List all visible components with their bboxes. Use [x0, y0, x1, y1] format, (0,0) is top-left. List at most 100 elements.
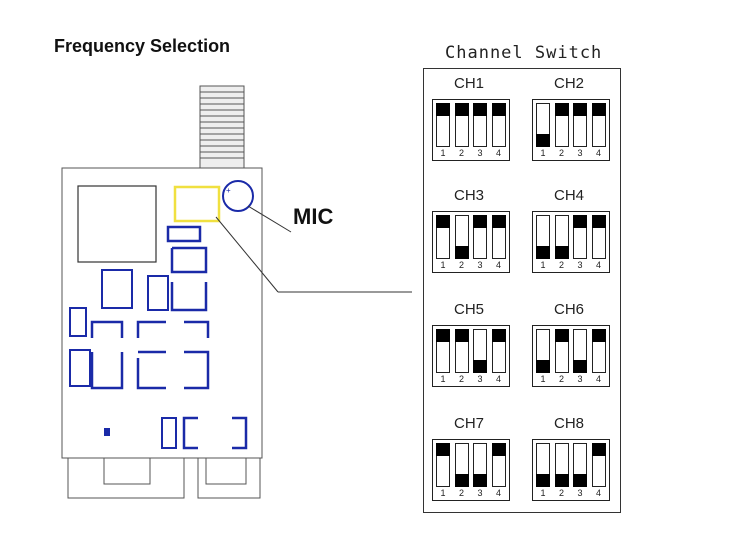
switch-number: 1 — [440, 374, 446, 384]
switch-number: 2 — [558, 488, 564, 498]
dip-slot — [473, 443, 487, 487]
dip-knob-up — [591, 443, 606, 456]
switch-number: 3 — [477, 260, 483, 270]
switch-number: 3 — [477, 488, 483, 498]
channel-label-4: CH4 — [554, 187, 585, 204]
dip-slot — [436, 215, 450, 259]
switch-number: 4 — [595, 148, 601, 158]
channel-label-3: CH3 — [454, 187, 485, 204]
dip-slot — [473, 329, 487, 373]
dip-knob-down — [573, 360, 587, 373]
dip-slot — [591, 443, 606, 487]
microphone-icon — [222, 180, 254, 212]
dip-knob-up — [573, 103, 587, 116]
switch-number: 3 — [577, 488, 583, 498]
switch-number: 3 — [577, 148, 583, 158]
mic-label: MIC — [293, 204, 334, 229]
dip-knob-up — [491, 103, 506, 116]
dip-knob-up — [436, 329, 450, 342]
dip-knob-down — [454, 246, 469, 259]
antenna-connector — [199, 85, 245, 169]
dip-slot — [536, 443, 550, 487]
dip-knob-up — [436, 443, 450, 456]
dip-knob-up — [454, 103, 469, 116]
switch-number: 1 — [540, 488, 546, 498]
dip-knob-down — [554, 246, 569, 259]
switch-number: 4 — [495, 374, 501, 384]
switch-number: 1 — [440, 488, 446, 498]
dip-knob-down — [536, 360, 550, 373]
switch-number: 1 — [540, 260, 546, 270]
dip-slot — [436, 103, 450, 147]
dip-slot — [573, 329, 587, 373]
dip-knob-up — [554, 329, 569, 342]
blue-components — [69, 225, 248, 450]
switch-number: 4 — [595, 374, 601, 384]
dip-slot — [454, 215, 469, 259]
dip-slot — [491, 215, 506, 259]
dip-knob-up — [436, 103, 450, 116]
dip-slot — [554, 103, 569, 147]
dip-knob-up — [473, 103, 487, 116]
dip-knob-up — [591, 103, 606, 116]
dip-knob-up — [554, 103, 569, 116]
dip-slot — [473, 215, 487, 259]
channel-label-5: CH5 — [454, 301, 485, 318]
switch-number: 3 — [477, 374, 483, 384]
dip-slot — [554, 215, 569, 259]
dip-knob-down — [573, 474, 587, 487]
dip-slot — [491, 329, 506, 373]
dip-knob-up — [591, 215, 606, 228]
dip-switch-4: 1 2 3 4 — [532, 211, 610, 273]
dip-slot — [454, 103, 469, 147]
switch-number: 2 — [558, 374, 564, 384]
switch-number: 3 — [577, 374, 583, 384]
switch-number: 2 — [458, 488, 464, 498]
switch-number: 1 — [440, 148, 446, 158]
dip-slot — [491, 103, 506, 147]
switch-number: 2 — [458, 374, 464, 384]
dip-knob-up — [436, 215, 450, 228]
channel-label-8: CH8 — [554, 415, 585, 432]
switch-number: 2 — [558, 260, 564, 270]
mic-highlight-box — [173, 185, 221, 223]
dip-slot — [491, 443, 506, 487]
channel-label-6: CH6 — [554, 301, 585, 318]
dip-slot — [536, 103, 550, 147]
dip-knob-up — [573, 215, 587, 228]
page-title: Frequency Selection — [54, 36, 231, 56]
svg-text:+: + — [226, 186, 231, 195]
dip-slot — [591, 215, 606, 259]
switch-number: 2 — [458, 148, 464, 158]
dip-slot — [554, 329, 569, 373]
dip-knob-up — [491, 215, 506, 228]
dip-slot — [473, 103, 487, 147]
dip-slot — [454, 329, 469, 373]
dip-knob-down — [554, 474, 569, 487]
dip-knob-up — [491, 329, 506, 342]
bottom-connectors — [67, 457, 261, 499]
dip-knob-up — [473, 215, 487, 228]
dip-switch-5: 1 2 3 4 — [432, 325, 510, 387]
switch-number: 1 — [440, 260, 446, 270]
switch-number: 1 — [540, 148, 546, 158]
dip-slot — [436, 329, 450, 373]
dip-knob-down — [473, 360, 487, 373]
dip-knob-up — [491, 443, 506, 456]
switch-number: 3 — [577, 260, 583, 270]
switch-number: 1 — [540, 374, 546, 384]
dip-slot — [454, 443, 469, 487]
dip-slot — [573, 443, 587, 487]
dip-slot — [573, 215, 587, 259]
switch-number: 2 — [458, 260, 464, 270]
dip-slot — [436, 443, 450, 487]
dip-slot — [554, 443, 569, 487]
switch-number: 4 — [595, 260, 601, 270]
